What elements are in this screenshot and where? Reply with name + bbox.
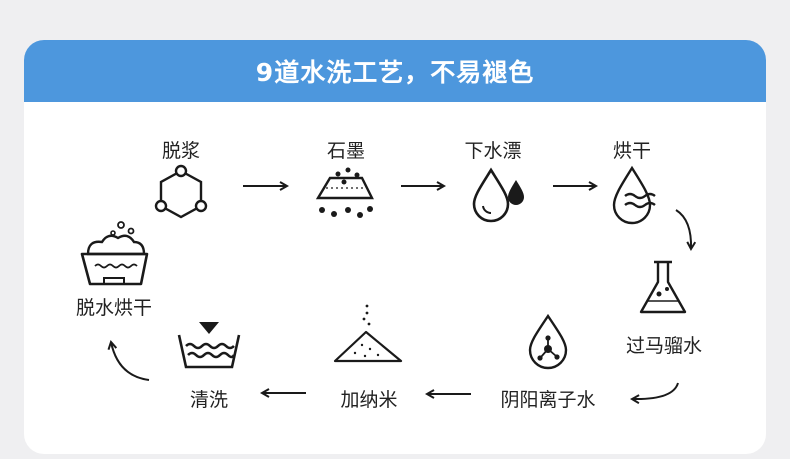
step-label-graphite: 石墨: [326, 140, 366, 162]
ion-drop-icon: [528, 313, 568, 370]
nano-powder-icon: [333, 304, 403, 363]
arrow-8-9: [111, 342, 150, 381]
step-label-desizing: 脱浆: [161, 140, 201, 162]
bubble-basin-icon: [80, 221, 149, 286]
process-card: 9道水洗工艺，不易褪色: [24, 40, 766, 454]
step-label-spin-dry: 脱水烘干: [75, 297, 153, 319]
water-drops-icon: [472, 167, 524, 223]
arrow-5-6: [632, 382, 679, 399]
step-label-dry: 烘干: [612, 140, 652, 162]
step-label-rinse: 下水漂: [464, 140, 522, 162]
drop-waves-icon: [612, 165, 656, 225]
step-label-mallow-water: 过马骝水: [625, 335, 703, 357]
step-label-ion-water: 阴阳离子水: [500, 389, 596, 411]
hexagon-molecule-icon: [154, 164, 208, 219]
arrow-4-5: [675, 209, 691, 249]
graphite-particles-icon: [315, 167, 374, 218]
step-label-wash: 清洗: [189, 389, 229, 411]
step-label-nano: 加纳米: [340, 389, 398, 411]
flask-icon: [639, 260, 687, 314]
banner-title: 9道水洗工艺，不易褪色: [255, 58, 535, 87]
banner: 9道水洗工艺，不易褪色: [24, 40, 766, 102]
wash-basin-icon: [177, 322, 241, 369]
